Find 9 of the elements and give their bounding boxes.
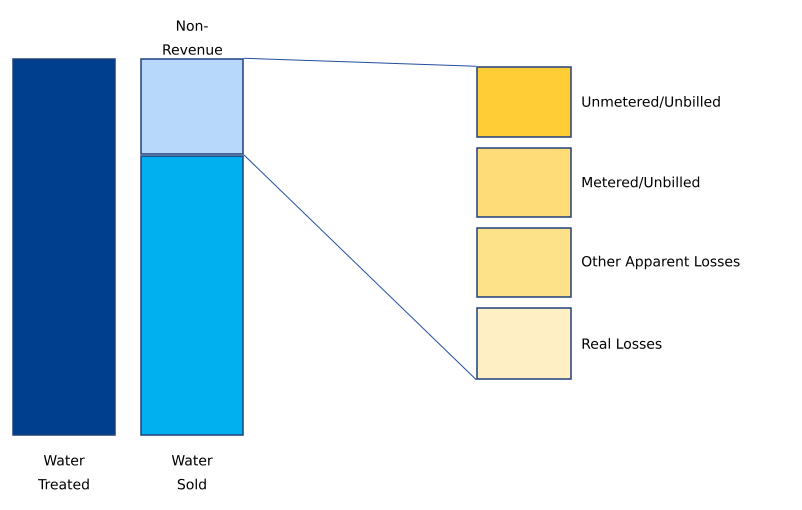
category-label: Real Losses xyxy=(582,338,662,349)
connector-line xyxy=(243,58,477,67)
category-label: Other Apparent Losses xyxy=(582,256,740,270)
segment-label: Non-Revenue xyxy=(163,20,222,55)
bar-label: Water Treated xyxy=(38,455,89,490)
connector-line xyxy=(243,154,477,380)
category-label: Metered/Unbilled xyxy=(582,176,700,188)
category-label: Unmetered/Unbilled xyxy=(582,96,720,108)
segment-label: Water Sold xyxy=(172,455,213,490)
